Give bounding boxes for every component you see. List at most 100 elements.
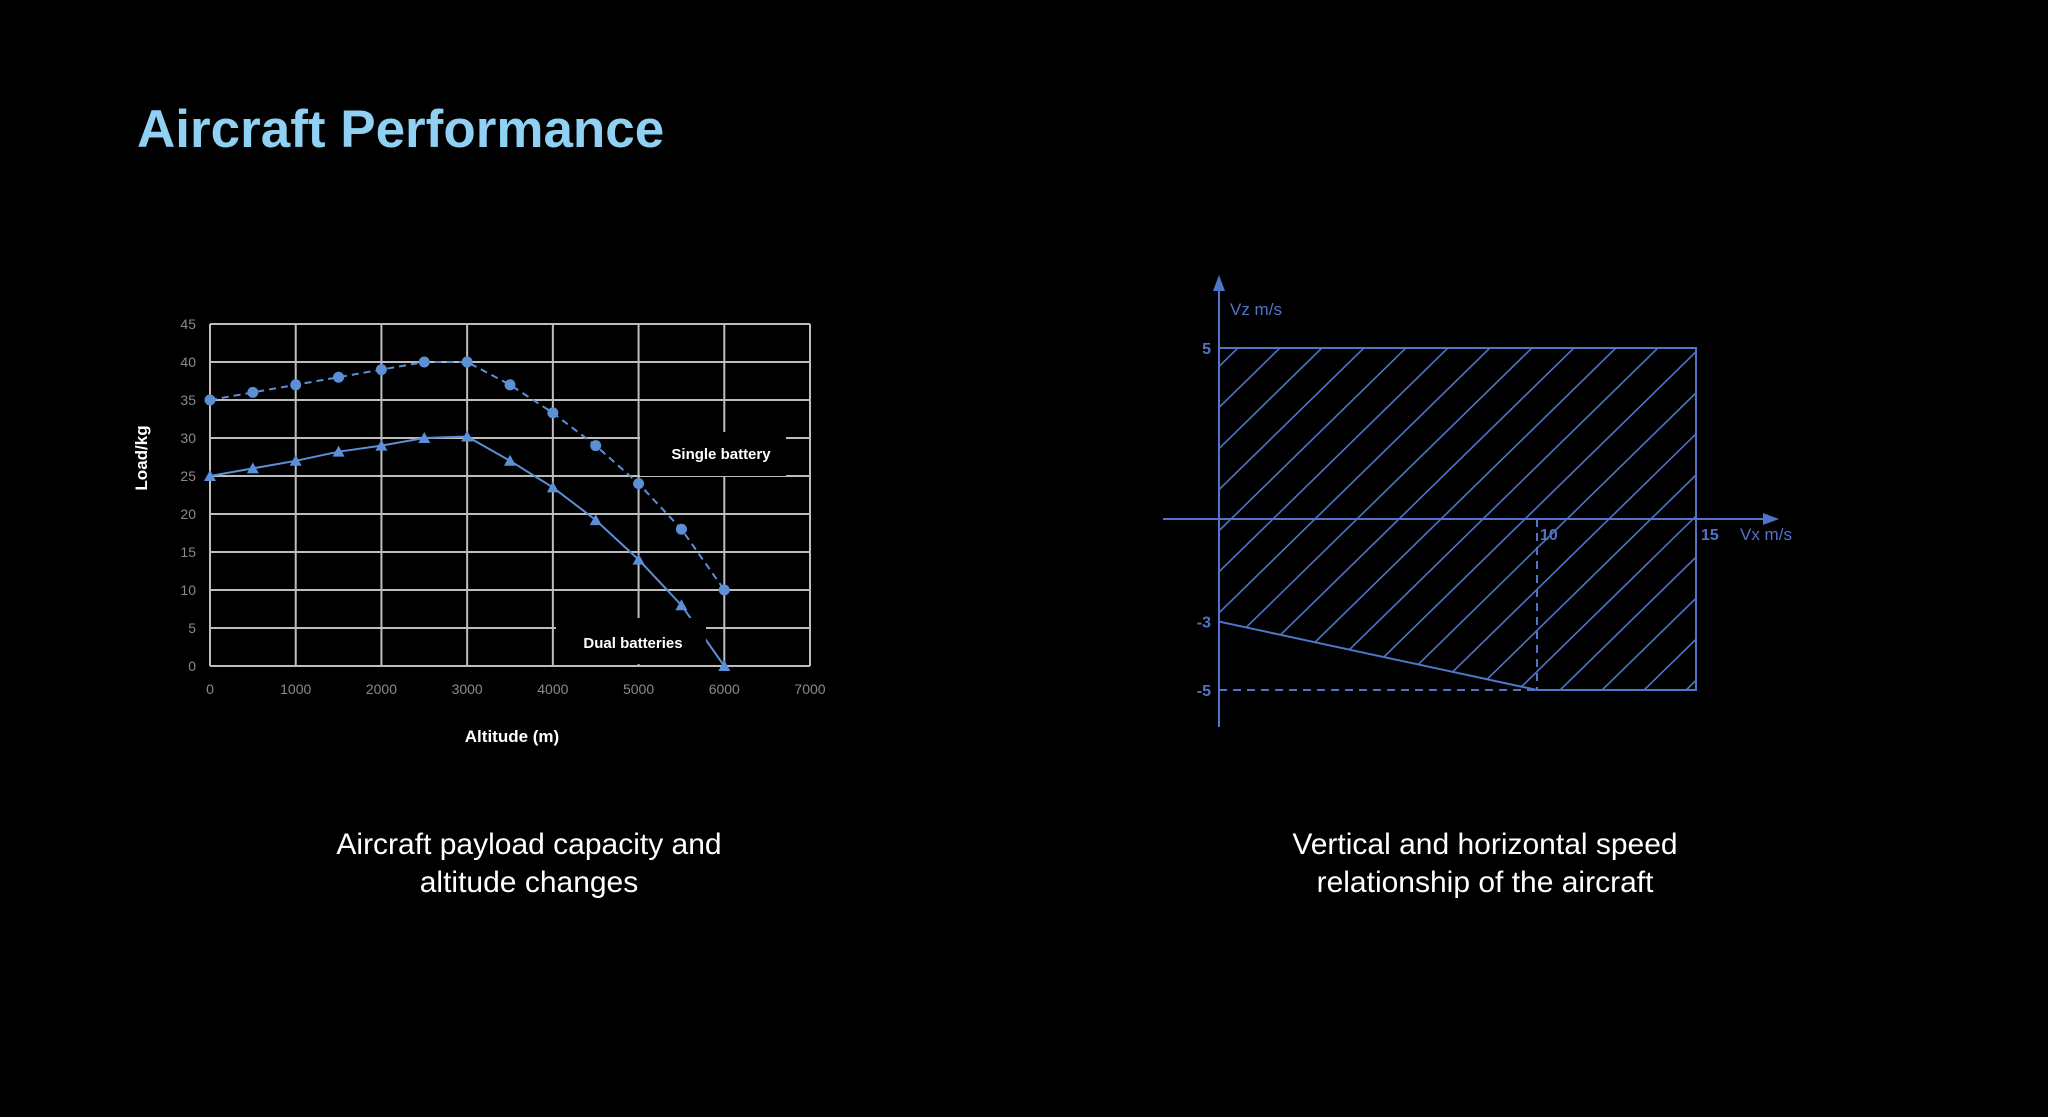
caption-payload-line-2: altitude changes [419, 866, 639, 899]
hatch-line [1849, 343, 2048, 695]
vz-tick-minus3: -3 [1197, 615, 1211, 632]
dual-batteries-point [461, 430, 474, 442]
single-battery-point [718, 584, 730, 596]
hatch-line [673, 343, 1033, 695]
single-battery-point [675, 523, 687, 535]
y-tick-label: 25 [180, 468, 196, 484]
vx-axis-arrow [1763, 513, 1779, 525]
hatch-line [43, 343, 403, 695]
hatch-line [463, 343, 823, 695]
hatch-line [253, 343, 613, 695]
y-tick-label: 10 [180, 582, 196, 598]
single-battery-label-box [640, 432, 786, 476]
single-battery-point [504, 379, 516, 391]
hatch-line [421, 343, 781, 695]
dual-batteries-point [504, 454, 516, 466]
y-tick-label: 30 [180, 430, 196, 446]
x-tick-label: 3000 [452, 681, 483, 697]
hatch-line [1933, 343, 2048, 695]
dual-batteries-point [418, 432, 431, 443]
y-tick-label: 15 [180, 544, 196, 560]
hatch-line [1, 343, 361, 695]
y-tick-label: 20 [180, 506, 196, 522]
dual-batteries-point [718, 660, 731, 671]
dual-batteries-point [675, 599, 688, 611]
hatch-line [1891, 343, 2048, 695]
x-tick-label: 6000 [709, 681, 740, 697]
hatch-line [715, 343, 1075, 695]
x-tick-label: 7000 [794, 681, 825, 697]
x-tick-label: 1000 [280, 681, 311, 697]
page-title: Aircraft Performance [137, 100, 665, 159]
single-battery-point [290, 379, 302, 391]
dual-batteries-point [204, 470, 216, 481]
hatch-line [85, 343, 445, 695]
vz-axis-arrow [1213, 275, 1225, 291]
hatch-line [1807, 343, 2048, 695]
hatch-line [1219, 348, 1370, 690]
single-battery-point [590, 440, 602, 452]
y-axis-title: Load/kg [132, 425, 151, 490]
dual-batteries-point [375, 439, 388, 451]
hatch-line [631, 343, 991, 695]
speed-envelope-chart: 10 15 5 -3 -5 Vx m/s Vz m/s [1, 275, 2048, 727]
single-battery-point [333, 371, 345, 383]
vz-axis-label: Vz m/s [1230, 300, 1282, 319]
dual-batteries-label-box [556, 618, 706, 664]
hatch-line [337, 343, 697, 695]
dual-batteries-point [632, 553, 645, 565]
caption-speed-line-2: relationship of the aircraft [1316, 866, 1654, 899]
hatch-line [1554, 348, 1696, 690]
hatch-line [1765, 343, 2048, 695]
y-tick-label: 5 [188, 620, 196, 636]
single-battery-point [247, 386, 259, 398]
dual-batteries-point [289, 454, 302, 466]
hatch-line [757, 343, 1117, 695]
dual-batteries-point [246, 462, 259, 474]
y-tick-label: 35 [180, 392, 196, 408]
hatch-line [1219, 348, 1286, 690]
hatch-line [841, 343, 1201, 695]
hatch-line [589, 343, 949, 695]
payload-altitude-chart: 0 5 10 15 20 25 30 35 40 45 0 1000 2000 3000 4000 5000 6… [132, 316, 826, 746]
caption-speed-line-1: Vertical and horizontal speed [1292, 828, 1678, 861]
caption-payload-line-1: Aircraft payload capacity and [336, 828, 722, 861]
y-tick-label: 0 [188, 658, 196, 674]
vx-axis-label: Vx m/s [1740, 525, 1792, 544]
hatch-line [379, 343, 739, 695]
single-battery-point [204, 394, 216, 406]
hatch-line [295, 343, 655, 695]
vz-tick-5: 5 [1202, 341, 1211, 358]
single-battery-point [461, 356, 473, 368]
caption-speed: Vertical and horizontal speed relationsh… [1165, 826, 1805, 902]
y-tick-label: 40 [180, 354, 196, 370]
y-tick-label: 45 [180, 316, 196, 332]
dual-batteries-point [589, 514, 602, 526]
x-tick-label: 4000 [537, 681, 568, 697]
x-axis-title: Altitude (m) [465, 727, 559, 746]
single-battery-point [633, 478, 645, 490]
hatch-line [799, 343, 1159, 695]
x-tick-label: 0 [206, 681, 214, 697]
vx-tick-15: 15 [1701, 527, 1719, 544]
single-battery-label: Single battery [671, 446, 771, 463]
hatch-line [547, 343, 907, 695]
x-tick-label: 2000 [366, 681, 397, 697]
caption-payload: Aircraft payload capacity and altitude c… [209, 826, 849, 902]
hatch-line [169, 343, 529, 695]
single-battery-point [375, 364, 387, 376]
dual-batteries-label: Dual batteries [583, 635, 682, 652]
hatch-line [1596, 348, 1696, 690]
hatch-line [2017, 343, 2048, 695]
vz-tick-minus5: -5 [1197, 683, 1211, 700]
hatch-line [505, 343, 865, 695]
dual-batteries-point [546, 481, 559, 493]
single-battery-point [547, 407, 559, 419]
hatch-line [1219, 348, 1328, 690]
x-tick-label: 5000 [623, 681, 654, 697]
hatch-line [127, 343, 487, 695]
vx-tick-10: 10 [1540, 527, 1558, 544]
hatch-line [1975, 343, 2048, 695]
dual-batteries-point [332, 445, 345, 457]
single-battery-point [418, 356, 430, 368]
